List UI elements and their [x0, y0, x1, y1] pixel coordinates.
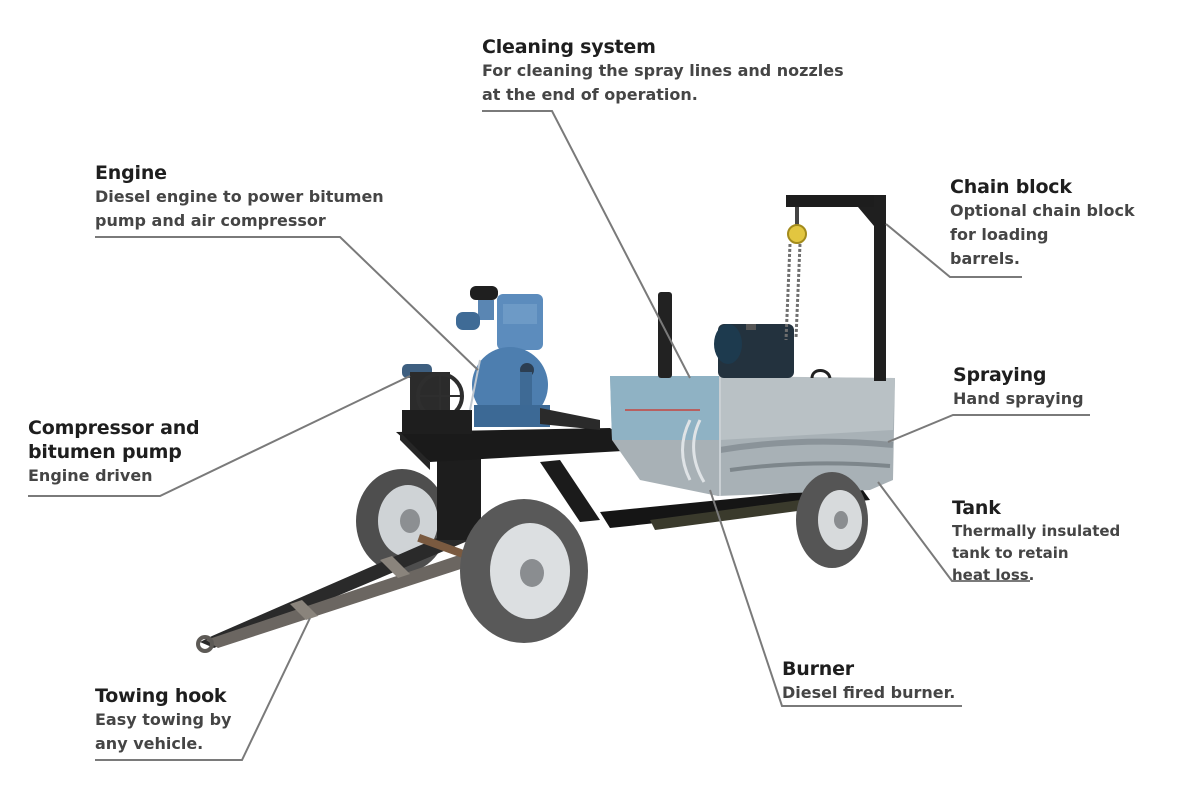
description-line: for loading [950, 225, 1049, 244]
burner-fuel-tank [714, 324, 794, 378]
description-line: at the end of operation. [482, 85, 698, 104]
callout-title: Spraying [953, 364, 1047, 386]
leader-chain-block [885, 223, 1022, 278]
callout-description: Easy towing by any vehicle. [95, 708, 231, 756]
leader-tank [877, 481, 1030, 582]
callout-description: For cleaning the spray lines and nozzles… [482, 59, 844, 107]
callout-burner: Burner Diesel fired burner. [782, 657, 955, 705]
description-line: Optional chain block [950, 201, 1135, 220]
callout-title: Cleaning system [482, 36, 656, 58]
description-line: Engine driven [28, 466, 153, 485]
callout-spraying: Spraying Hand spraying [953, 363, 1084, 411]
callout-description: Hand spraying [953, 387, 1084, 411]
callout-tank: Tank Thermally insulated tank to retain … [952, 496, 1120, 586]
insulated-tank [610, 376, 895, 496]
description-line: any vehicle. [95, 734, 204, 753]
callout-towing-hook: Towing hook Easy towing by any vehicle. [95, 684, 231, 756]
description-line: tank to retain [952, 544, 1069, 562]
leader-spraying [887, 414, 1090, 443]
leader-burner [709, 489, 962, 707]
exhaust-pipe [658, 292, 672, 378]
description-line: Diesel engine to power bitumen [95, 187, 384, 206]
callout-title: Tank [952, 497, 1001, 519]
title-line: bitumen pump [28, 441, 182, 463]
description-line: Diesel fired burner. [782, 683, 956, 702]
callout-description: Engine driven [28, 464, 199, 488]
callout-chain-block: Chain block Optional chain block for loa… [950, 175, 1135, 271]
callout-title: Burner [782, 658, 854, 680]
tow-bar [196, 528, 486, 653]
chain-block-gantry [784, 195, 886, 381]
front-wheel [460, 499, 588, 643]
leader-compressor [28, 375, 411, 497]
compressor-pump [402, 364, 472, 434]
bitumen-sprayer-trailer [196, 195, 895, 653]
callout-title: Chain block [950, 176, 1072, 198]
front-post [437, 450, 481, 540]
description-line: Thermally insulated [952, 522, 1121, 540]
description-line: pump and air compressor [95, 211, 326, 230]
callout-description: Thermally insulated tank to retain heat … [952, 520, 1120, 586]
description-line: Easy towing by [95, 710, 232, 729]
tank-handle [810, 369, 832, 379]
callout-description: Diesel fired burner. [782, 681, 955, 705]
callout-engine: Engine Diesel engine to power bitumen pu… [95, 161, 384, 233]
description-line: For cleaning the spray lines and nozzles [482, 61, 844, 80]
description-line: Hand spraying [953, 389, 1084, 408]
callout-title: Towing hook [95, 685, 227, 707]
callout-description: Optional chain block for loading barrels… [950, 199, 1135, 271]
leader-cleaning-system [482, 110, 691, 379]
diesel-engine [456, 286, 600, 430]
leader-towing-hook [95, 617, 311, 761]
rear-right-wheel [796, 472, 868, 568]
callout-cleaning-system: Cleaning system For cleaning the spray l… [482, 35, 844, 107]
leader-lines [28, 110, 1090, 761]
callout-description: Diesel engine to power bitumen pump and … [95, 185, 384, 233]
callout-compressor-pump: Compressor and bitumen pump Engine drive… [28, 416, 200, 488]
description-line: heat loss. [952, 566, 1035, 584]
description-line: barrels. [950, 249, 1020, 268]
callout-title: Engine [95, 162, 167, 184]
callout-title: Compressor and bitumen pump [28, 416, 200, 464]
title-line: Compressor and [28, 417, 200, 439]
leader-engine [95, 236, 479, 371]
